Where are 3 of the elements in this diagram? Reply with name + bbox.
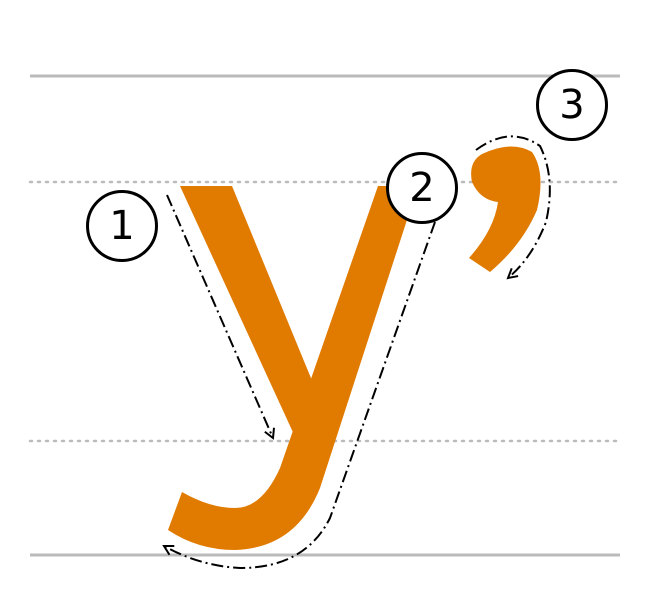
callout-number: 3 <box>536 69 608 141</box>
callout-number: 2 <box>386 152 458 224</box>
callout-number: 1 <box>86 190 158 262</box>
